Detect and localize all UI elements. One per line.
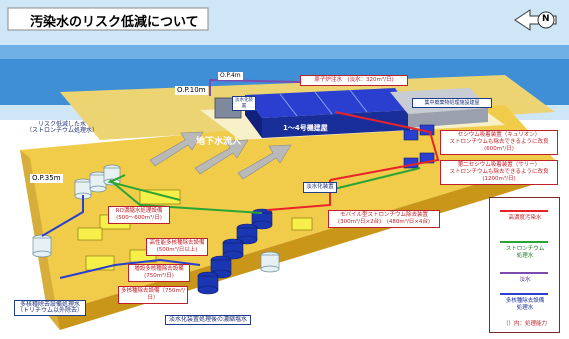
reactor-buildings xyxy=(245,88,410,138)
box-cesium-1: セシウム吸着装置（キュリオン） ストロンチウムも除去できるように改良 (600m… xyxy=(440,130,558,155)
box-alps-add: 増設多核種除去設備 (750m³/日) xyxy=(128,264,190,282)
equipment-blocks xyxy=(77,189,313,271)
label-op35: O.P.35m xyxy=(30,174,63,183)
legend-item-strontium: ストロンチウム 処理水 xyxy=(505,246,545,259)
legend: 高濃度汚染水 ストロンチウム 処理水 淡水 多核種除去設備 処理水 （）内：処理… xyxy=(489,197,560,333)
box-tank-label: 淡水化装置 xyxy=(232,96,256,112)
treatment-building-front xyxy=(408,108,488,128)
flow-lines xyxy=(41,78,440,279)
label-groundwater: 地下水流入 xyxy=(196,137,242,147)
label-op10: O.P.10m xyxy=(175,86,208,95)
cesium-units xyxy=(403,124,435,169)
legend-item-alps: 多核種除去設備 処理水 xyxy=(505,298,545,311)
title-bar xyxy=(7,7,209,31)
box-alps-hp: 高性能多核種除去設備 (500m³/日以上) xyxy=(146,238,208,256)
label-alps-treated: 多核種除去設備処理水 （トリチウム以外除去） xyxy=(14,300,87,316)
legend-item-contaminated: 高濃度汚染水 xyxy=(508,215,542,221)
legend-swatches xyxy=(500,210,548,295)
label-unit-buildings: 1～4号機建屋 xyxy=(283,124,328,132)
storage-tanks-blue xyxy=(197,208,273,295)
box-alps: 多核種除去設備（750m³/日） xyxy=(118,286,188,304)
label-op4: O.P.4m xyxy=(218,72,243,80)
box-mobile: モバイル型ストロンチウム除去装置 (300m³/日×2台) (480m³/日×4… xyxy=(328,210,440,228)
box-desal: 淡水化装置 xyxy=(303,182,337,193)
north-label: N xyxy=(542,14,550,24)
legend-item-fresh: 淡水 xyxy=(519,277,531,283)
box-ro: RO濃縮水処理設備 (500～600m³/日) xyxy=(108,206,170,224)
page-title: 汚染水のリスク低減について xyxy=(30,15,199,30)
box-injection: 原子炉注水 (淡水：320m³/日) xyxy=(300,75,408,86)
north-arrow-icon xyxy=(514,9,557,31)
sea-highlight xyxy=(0,45,569,59)
box-treatment-label: 集中廃棄物処理施設建屋 xyxy=(412,98,492,109)
groundwater-arrows xyxy=(149,131,292,180)
box-cesium-2: 第二セシウム吸着装置（サリー） ストロンチウムも除去できるように改良 (1200… xyxy=(440,160,558,185)
legend-note: （）内：処理能力 xyxy=(502,321,547,327)
label-storage-tanks: 淡水化装置処理後の濃縮塩水 xyxy=(165,315,252,325)
label-reduced-water: リスク低減した水 （ストロンチウム処理水） xyxy=(26,121,99,134)
